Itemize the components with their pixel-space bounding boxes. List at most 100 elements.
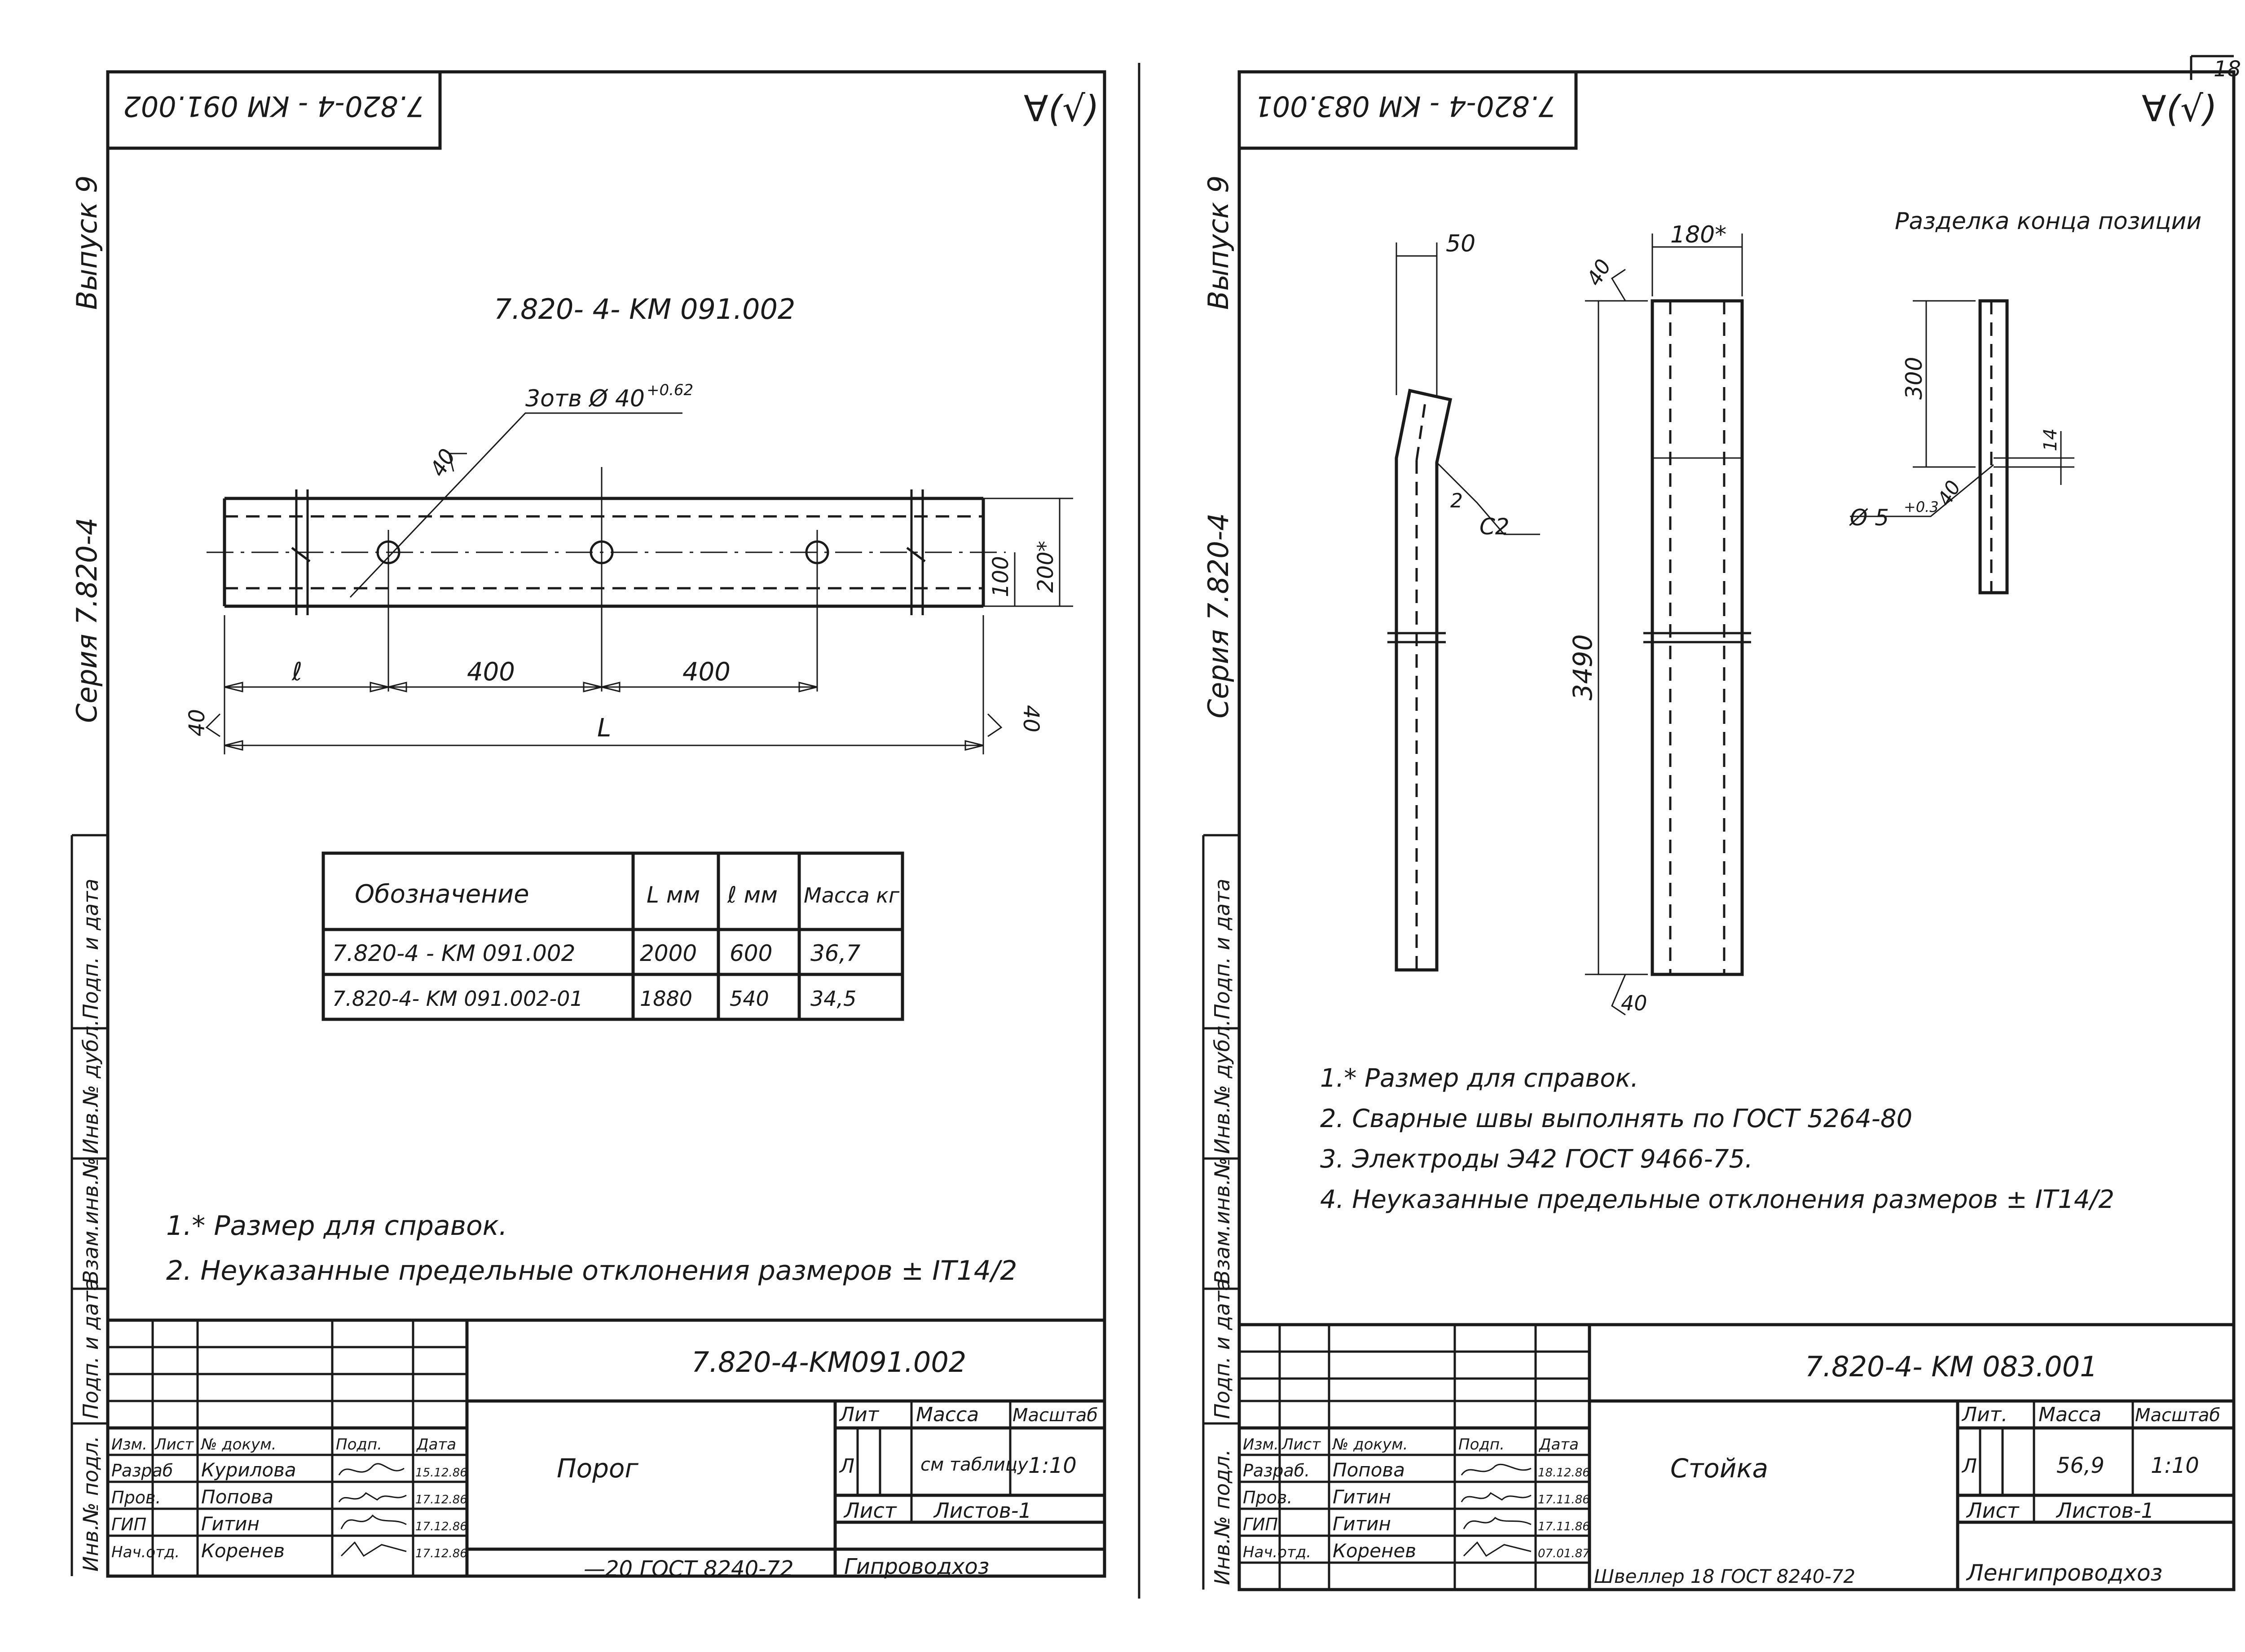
left-issue-label: Выпуск 9 (70, 176, 103, 310)
left-dim-400a: 400 (467, 657, 515, 687)
left-tb-head-doc: № докум. (200, 1436, 277, 1454)
right-dim-50: 50 (1446, 230, 1475, 257)
right-tb-r1-date: 18.12.86 (1538, 1466, 1590, 1480)
right-tb-r2-name: Гитин (1333, 1486, 1391, 1508)
right-tb-lit-val: Л (1961, 1455, 1977, 1478)
right-frame (1237, 70, 2236, 1591)
right-signature-1 (1461, 1463, 1532, 1476)
right-dim-c2: C2 (1479, 514, 1510, 540)
left-dim-400b: 400 (682, 657, 731, 687)
left-roughness-40-left (205, 713, 221, 737)
left-tb-sheet: Лист (843, 1498, 897, 1523)
right-tb-head-sign: Подп. (1458, 1436, 1505, 1454)
left-tb-r2-date: 17.12.86 (415, 1493, 467, 1507)
right-tb-head-list: Лист (1281, 1436, 1321, 1454)
right-post-front-view (1585, 233, 1751, 976)
right-dim-2: 2 (1450, 489, 1463, 512)
left-holes-label: 3отв Ø 40 (525, 385, 645, 412)
right-note-2: 2. Сварные швы выполнять по ГОСТ 5264-80 (1320, 1104, 1912, 1133)
right-tb-r4-date: 07.01.87 (1538, 1547, 1590, 1560)
right-sheet: 7.820-4 - KM 083.001 ∀(√) Серия 7.820-4 … (1202, 70, 2236, 1591)
left-tb-head-sign: Подп. (336, 1436, 382, 1454)
right-roughness-bottom (1611, 974, 1626, 1016)
left-dim-40-right: 40 (1018, 705, 1043, 732)
left-table-row2-l: 540 (730, 987, 769, 1011)
left-drawing-title: 7.820- 4- KM 091.002 (494, 293, 795, 326)
left-frame (106, 70, 1106, 1578)
right-tb-lit: Лит. (1961, 1403, 2007, 1426)
left-roughness-40 (448, 453, 467, 472)
left-table-head-L: L мм (647, 882, 700, 908)
left-table-row1-mass: 36,7 (810, 940, 861, 966)
left-holes-tol: +0.62 (647, 381, 693, 399)
left-tb-head-date: Дата (416, 1436, 456, 1454)
right-issue-label: Выпуск 9 (1202, 176, 1235, 310)
left-vertical-dims (983, 498, 1073, 607)
left-tb-r1-name: Курилова (201, 1459, 296, 1481)
right-tb-mass: Масса (2038, 1403, 2101, 1426)
left-side-cell-5: Инв.№ подл. (79, 1436, 103, 1572)
right-note-3: 3. Электроды Э42 ГОСТ 9466-75. (1320, 1145, 1753, 1174)
left-tb-org: Гипроводхоз (844, 1554, 989, 1579)
left-side-cell-2: Инв.№ дубл. (79, 1019, 103, 1154)
right-roughness-symbol: ∀(√) (2142, 88, 2217, 130)
right-margin-strip (1202, 834, 1239, 1590)
left-tb-head-list: Лист (154, 1436, 194, 1454)
right-tb-r4-name: Коренев (1333, 1540, 1416, 1562)
right-side-cell-3: Взам.инв.№ (1210, 1157, 1234, 1284)
left-horizontal-dims (224, 615, 984, 754)
right-tb-sheet: Лист (1966, 1498, 2020, 1523)
left-tb-name: Порог (557, 1453, 638, 1484)
right-tb-scale-val: 1:10 (2151, 1453, 2199, 1478)
page-number: 18 (2214, 57, 2241, 82)
right-series-label: Серия 7.820-4 (1202, 513, 1235, 718)
right-tb-scale: Масштаб (2135, 1405, 2220, 1426)
right-stamp-text: 7.820-4 - KM 083.001 (1255, 90, 1556, 123)
right-dim-14: 14 (2040, 428, 2061, 451)
right-dim-300: 300 (1901, 357, 1927, 400)
right-tb-sheets: Листов-1 (2056, 1498, 2154, 1523)
right-tb-org: Ленгипроводхоз (1966, 1560, 2162, 1586)
left-signature-4 (340, 1541, 407, 1557)
right-side-cell-5: Инв.№ подл. (1210, 1449, 1234, 1585)
left-mass-table (321, 851, 904, 1021)
left-series-label: Серия 7.820-4 (70, 518, 103, 723)
left-side-cell-3: Взам.инв.№ (79, 1157, 103, 1284)
left-tb-r3-date: 17.12.86 (415, 1520, 467, 1533)
left-dim-100: 100 (988, 556, 1013, 597)
right-dim-40-top: 40 (1582, 255, 1616, 290)
left-roughness-40-right (987, 713, 1003, 737)
left-dim-40-hole: 40 (425, 445, 461, 481)
left-dim-200: 200* (1033, 541, 1058, 593)
left-tb-scale: Масштаб (1012, 1405, 1098, 1426)
left-hole-leader (349, 412, 682, 598)
right-roughness-top (1611, 269, 1626, 301)
right-titleblock (1239, 1323, 2234, 1590)
left-titleblock (108, 1318, 1105, 1576)
left-signature-3 (340, 1514, 407, 1529)
right-side-cell-1: Подп. и дата (1210, 879, 1234, 1019)
left-table-head-designation: Обозначение (355, 880, 529, 909)
left-roughness-symbol: ∀(√) (1024, 88, 1099, 130)
left-stamp-text: 7.820-4 - KM 091.002 (123, 90, 424, 123)
right-dim-180: 180* (1670, 221, 1726, 248)
left-stamp-box (108, 72, 442, 150)
right-tb-r2-role: Пров. (1243, 1488, 1292, 1507)
right-dim-40-bottom: 40 (1621, 991, 1647, 1015)
left-tb-scale-val: 1:10 (1028, 1453, 1077, 1478)
right-tb-r3-date: 17.11.86 (1538, 1520, 1590, 1533)
right-note-4: 4. Неуказанные предельные отклонения раз… (1320, 1185, 2114, 1214)
left-tb-mass-val: см таблицу (920, 1454, 1029, 1475)
left-table-row1-L: 2000 (640, 940, 697, 966)
left-side-cell-1: Подп. и дата (79, 879, 103, 1019)
right-tb-profile: Швеллер 18 ГОСТ 8240-72 (1594, 1565, 1855, 1587)
left-tb-r4-date: 17.12.86 (415, 1547, 467, 1560)
right-tb-r3-role: ГИП (1243, 1515, 1278, 1534)
left-signature-1 (338, 1463, 405, 1476)
left-tb-doc: 7.820-4-KM091.002 (691, 1346, 966, 1379)
left-signature-2 (338, 1492, 407, 1502)
left-side-cell-4: Подп. и дата (79, 1278, 103, 1419)
left-tb-r1-date: 15.12.86 (415, 1466, 467, 1480)
right-tb-r1-name: Попова (1333, 1459, 1405, 1481)
left-table-row1-designation: 7.820-4 - KM 091.002 (332, 940, 575, 966)
